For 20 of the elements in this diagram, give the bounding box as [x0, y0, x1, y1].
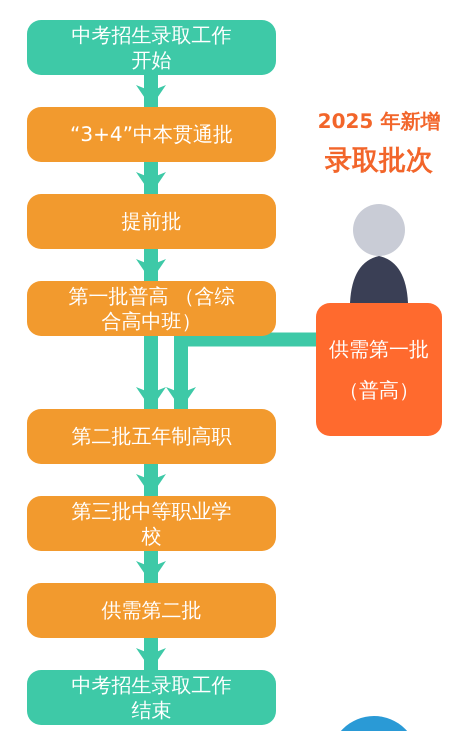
arrow: [136, 551, 166, 583]
batch-card: [316, 303, 442, 436]
arrow: [136, 638, 166, 670]
card-text: 供需第一批: [328, 336, 430, 362]
start-end-box: 中考招生录取工作结束: [27, 670, 276, 725]
process-box: 第二批五年制高职: [27, 409, 276, 464]
process-box: 提前批: [27, 194, 276, 249]
start-end-box: 中考招生录取工作开始: [27, 20, 276, 75]
arrow: [136, 336, 166, 409]
process-box: 供需第二批: [27, 583, 276, 638]
process-box: 第一批普高 （含综合高中班）: [27, 281, 276, 336]
card-text: （普高）: [338, 378, 420, 402]
process-box: “3+4”中本贯通批: [27, 107, 276, 162]
heading-text: 录取批次: [324, 145, 434, 177]
heading-text: 2025 年新增: [316, 110, 442, 132]
arrow: [136, 249, 166, 281]
arrow: [136, 162, 166, 194]
arrow: [136, 75, 166, 107]
process-box: 第三批中等职业学校: [27, 496, 276, 551]
arrow: [166, 332, 316, 409]
